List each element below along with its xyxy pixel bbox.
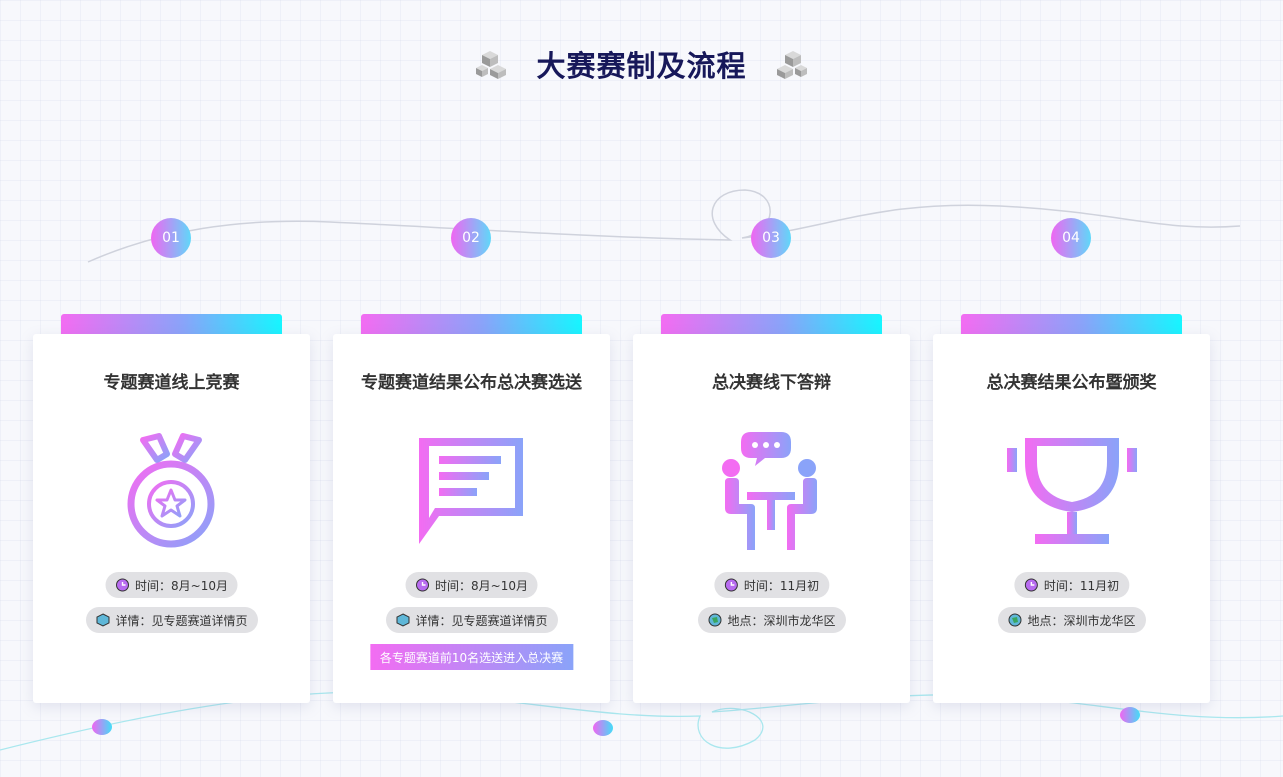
detail-pill: 详情：见专题赛道详情页 — [85, 607, 258, 633]
decorative-dot — [1120, 707, 1140, 723]
cube-cluster-icon — [476, 51, 507, 79]
time-label: 时间：11月初 — [743, 578, 820, 593]
time-label: 时间：8月~10月 — [435, 578, 528, 593]
time-label: 时间：8月~10月 — [135, 578, 228, 593]
step-number-1: 01 — [151, 218, 191, 258]
step-card-1: 专题赛道线上竞赛 时间：8月~10月 详情：见专题赛道详情页 — [33, 334, 310, 703]
card-title: 专题赛道线上竞赛 — [103, 373, 240, 393]
time-pill: 时间：8月~10月 — [405, 572, 538, 598]
card-title: 专题赛道结果公布总决赛选送 — [361, 373, 582, 393]
location-pill: 地点：深圳市龙华区 — [697, 607, 846, 633]
clock-icon — [724, 578, 738, 592]
step-card-3: 总决赛线下答辩 时间：11月初 地点：深圳市龙华区 — [633, 334, 910, 703]
decorative-dot — [92, 719, 112, 735]
page-title: 大赛赛制及流程 — [536, 49, 747, 83]
card-title: 总决赛线下答辩 — [712, 373, 831, 393]
card-tab-2 — [361, 314, 582, 336]
card-tab-4 — [961, 314, 1182, 336]
card-title: 总决赛结果公布暨颁奖 — [986, 373, 1157, 393]
detail-pill: 详情：见专题赛道详情页 — [385, 607, 558, 633]
clock-icon — [115, 578, 129, 592]
detail-label: 详情：见专题赛道详情页 — [115, 613, 248, 628]
detail-icon — [95, 613, 109, 627]
location-label: 地点：深圳市龙华区 — [1027, 613, 1136, 628]
step-number-2: 02 — [451, 218, 491, 258]
card-tab-3 — [661, 314, 882, 336]
discussion-table-icon — [722, 432, 817, 550]
message-board-icon — [419, 438, 523, 544]
medal-icon — [127, 433, 215, 548]
finalist-note-tag: 各专题赛道前10名选送进入总决赛 — [369, 644, 574, 670]
trophy-icon — [1007, 438, 1137, 544]
clock-icon — [415, 578, 429, 592]
card-tab-1 — [61, 314, 282, 336]
step-card-4: 总决赛结果公布暨颁奖 时间：11月初 地点：深圳市龙华区 — [933, 334, 1210, 703]
section-header: 大赛赛制及流程 — [0, 38, 1283, 90]
cube-cluster-icon — [776, 51, 807, 79]
time-pill: 时间：8月~10月 — [105, 572, 238, 598]
step-card-2: 专题赛道结果公布总决赛选送 时间：8月~10月 详情：见专题赛道详情页 各专题赛… — [333, 334, 610, 703]
time-pill: 时间：11月初 — [713, 572, 830, 598]
detail-label: 详情：见专题赛道详情页 — [415, 613, 548, 628]
location-pill: 地点：深圳市龙华区 — [997, 607, 1146, 633]
time-pill: 时间：11月初 — [1013, 572, 1130, 598]
step-number-3: 03 — [751, 218, 791, 258]
step-number-4: 04 — [1051, 218, 1091, 258]
location-label: 地点：深圳市龙华区 — [727, 613, 836, 628]
location-icon — [707, 613, 721, 627]
location-icon — [1007, 613, 1021, 627]
decorative-dot — [593, 720, 613, 736]
clock-icon — [1024, 578, 1038, 592]
time-label: 时间：11月初 — [1043, 578, 1120, 593]
detail-icon — [395, 613, 409, 627]
